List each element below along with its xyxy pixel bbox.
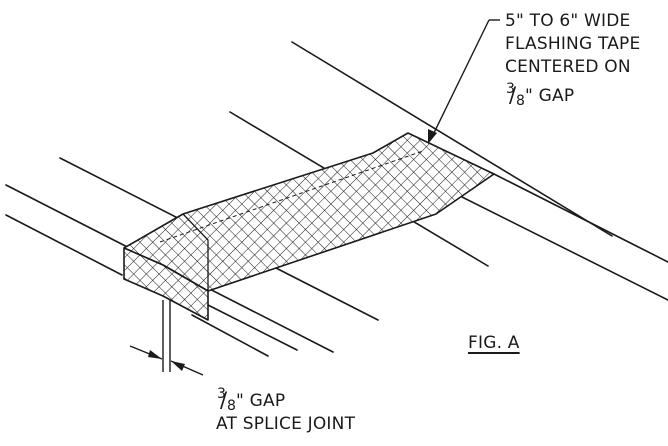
sheathing-line-7 — [191, 314, 269, 357]
top-callout-leader — [430, 19, 500, 140]
flashing-tape — [123, 132, 495, 321]
sheathing-line-6 — [207, 304, 298, 351]
top-callout-arrowhead — [428, 129, 437, 144]
figure-label: FIG. A — [468, 333, 520, 353]
three-eighths-fraction: 3 / 8 — [506, 81, 526, 109]
gap-arrowhead-right — [171, 361, 185, 371]
sheathing-line-5 — [5, 214, 123, 276]
tape-fold-line — [182, 213, 209, 291]
gap-callout-line-2: AT SPLICE JOINT — [216, 414, 356, 434]
sheathing-line-1 — [291, 41, 613, 237]
tape-width-line-4: 3 / 8 " GAP — [506, 81, 575, 109]
sheathing-line-9 — [493, 173, 668, 263]
three-eighths-fraction: 3 / 8 — [217, 386, 237, 414]
tape-width-callout: 5" TO 6" WIDE FLASHING TAPE CENTERED ON … — [505, 10, 640, 108]
sheathing-line-8 — [435, 183, 668, 301]
gap-callout-line-1: 3 / 8 " GAP — [217, 386, 286, 414]
tape-width-line-2: FLASHING TAPE — [505, 34, 641, 54]
hidden-gap-dashed-line — [159, 150, 424, 243]
flashing-tape-front-face — [123, 247, 209, 321]
tape-width-line-1: 5" TO 6" WIDE — [505, 11, 631, 31]
flashing-tape-top-surface — [123, 132, 495, 292]
gap-callout: 3 / 8 " GAP AT SPLICE JOINT — [216, 386, 356, 436]
gap-arrowhead-left — [148, 350, 162, 359]
tape-width-line-3: CENTERED ON — [505, 57, 631, 77]
